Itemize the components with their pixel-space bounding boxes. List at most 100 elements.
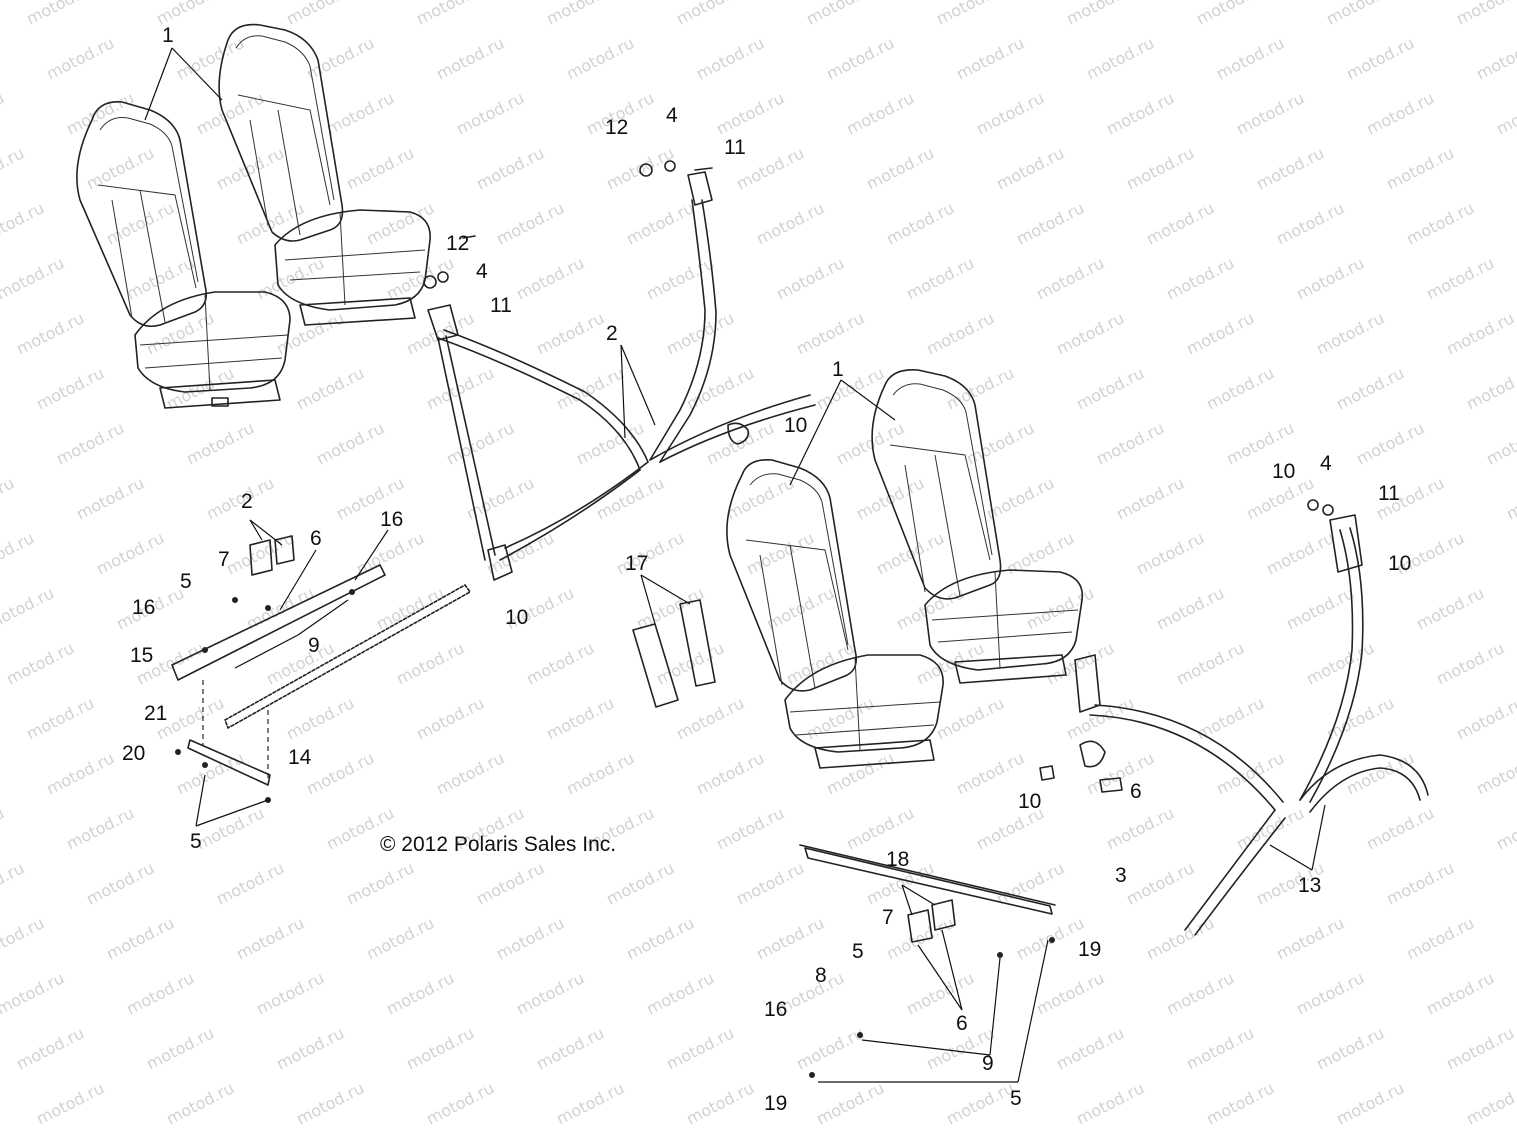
watermark-text: motod.ru [0, 583, 57, 633]
callout-6: 6 [1130, 780, 1142, 803]
watermark-text: motod.ru [383, 253, 457, 303]
callout-1: 1 [162, 24, 174, 47]
callout-10: 10 [505, 606, 528, 629]
callout-5: 5 [190, 830, 202, 853]
watermark-text: motod.ru [0, 473, 17, 523]
seat-top-left-front [76, 101, 291, 409]
watermark-text: motod.ru [1473, 33, 1517, 83]
watermark-text: motod.ru [1363, 803, 1437, 853]
callout-11: 11 [724, 136, 746, 159]
watermark-text: motod.ru [493, 198, 567, 248]
watermark-text: motod.ru [843, 803, 917, 853]
watermark-text: motod.ru [293, 1078, 367, 1128]
watermark-text: motod.ru [1073, 1078, 1147, 1128]
watermark-text: motod.ru [963, 418, 1037, 468]
watermark-text: motod.ru [1493, 88, 1517, 138]
watermark-text: motod.ru [1033, 968, 1107, 1018]
watermark-text: motod.ru [0, 253, 67, 303]
watermark-text: motod.ru [1463, 1078, 1517, 1128]
watermark-text: motod.ru [1503, 473, 1517, 523]
watermark-text: motod.ru [433, 748, 507, 798]
callout-18: 18 [886, 848, 909, 871]
watermark-text: motod.ru [983, 473, 1057, 523]
watermark-text: motod.ru [953, 748, 1027, 798]
watermark-text: motod.ru [1443, 308, 1517, 358]
watermark-text: motod.ru [163, 1078, 237, 1128]
seat-pair-top-left [76, 23, 431, 409]
watermark-text: motod.ru [1413, 583, 1487, 633]
callout-8: 8 [815, 964, 827, 987]
callout-17: 17 [625, 552, 648, 575]
watermark-text: motod.ru [1333, 363, 1407, 413]
watermark-text: motod.ru [633, 583, 707, 633]
watermark-text: motod.ru [13, 308, 87, 358]
watermark-text: motod.ru [0, 528, 37, 578]
watermark-text: motod.ru [213, 143, 287, 193]
watermark-text: motod.ru [343, 143, 417, 193]
watermark-text: motod.ru [1283, 583, 1357, 633]
watermark-text: motod.ru [1383, 858, 1457, 908]
watermark-text: motod.ru [1263, 528, 1337, 578]
watermark-text: motod.ru [433, 33, 507, 83]
callout-4: 4 [476, 260, 488, 283]
watermark-text: motod.ru [183, 418, 257, 468]
watermark-text: motod.ru [1203, 363, 1277, 413]
callout-4: 4 [666, 104, 678, 127]
callout-1: 1 [832, 358, 844, 381]
watermark-text: motod.ru [723, 473, 797, 523]
watermark-text: motod.ru [0, 143, 27, 193]
watermark-text: motod.ru [293, 363, 367, 413]
watermark-text: motod.ru [1403, 913, 1477, 963]
watermark-text: motod.ru [173, 33, 247, 83]
watermark-text: motod.ru [1463, 363, 1517, 413]
watermark-text: motod.ru [1433, 638, 1507, 688]
callout-15: 15 [130, 644, 153, 667]
copyright-text: © 2012 Polaris Sales Inc. [380, 833, 616, 856]
watermark-text: motod.ru [943, 1078, 1017, 1128]
callout-16: 16 [764, 998, 787, 1021]
watermark-text: motod.ru [923, 308, 997, 358]
seat-right-back [871, 368, 1084, 684]
watermark-text: motod.ru [563, 33, 637, 83]
watermark-text: motod.ru [303, 748, 377, 798]
watermark-text: motod.ru [1453, 0, 1517, 29]
watermark-text: motod.ru [0, 88, 7, 138]
watermark-text: motod.ru [1483, 418, 1517, 468]
watermark-text: motod.ru [763, 583, 837, 633]
watermark-text: motod.ru [803, 0, 877, 29]
seat-belt-top-center [423, 160, 816, 581]
seat-pair-center-right [726, 368, 1084, 769]
watermark-text: motod.ru [1513, 858, 1517, 908]
watermark-text: motod.ru [423, 363, 497, 413]
watermark-text: motod.ru [403, 1023, 477, 1073]
watermark-text: motod.ru [1423, 253, 1497, 303]
callout-9: 9 [308, 634, 320, 657]
watermark-text: motod.ru [1033, 253, 1107, 303]
watermark-text: motod.ru [363, 913, 437, 963]
watermark-text: motod.ru [753, 198, 827, 248]
watermark-text: motod.ru [773, 253, 847, 303]
watermark-text: motod.ru [783, 638, 857, 688]
watermark-text: motod.ru [1203, 1078, 1277, 1128]
watermark-text: motod.ru [1133, 528, 1207, 578]
watermark-text: motod.ru [443, 418, 517, 468]
watermark-text: motod.ru [13, 1023, 87, 1073]
watermark-text: motod.ru [943, 363, 1017, 413]
watermark-text: motod.ru [0, 858, 27, 908]
watermark-text: motod.ru [693, 33, 767, 83]
watermark-text: motod.ru [1233, 803, 1307, 853]
watermark-text: motod.ru [1343, 748, 1417, 798]
callout-6: 6 [310, 527, 322, 550]
watermark-text: motod.ru [63, 803, 137, 853]
watermark-text: motod.ru [643, 253, 717, 303]
watermark-text: motod.ru [393, 638, 467, 688]
watermark-text: motod.ru [543, 693, 617, 743]
watermark-text: motod.ru [863, 143, 937, 193]
watermark-text: motod.ru [1083, 33, 1157, 83]
watermark-text: motod.ru [533, 308, 607, 358]
watermark-text: motod.ru [233, 913, 307, 963]
watermark-text: motod.ru [883, 913, 957, 963]
callout-labels: 1 12 4 11 12 4 11 2 10 1 10 4 11 10 2 6 … [122, 24, 1411, 1115]
watermark-text: motod.ru [1313, 308, 1387, 358]
callout-7: 7 [218, 548, 230, 571]
